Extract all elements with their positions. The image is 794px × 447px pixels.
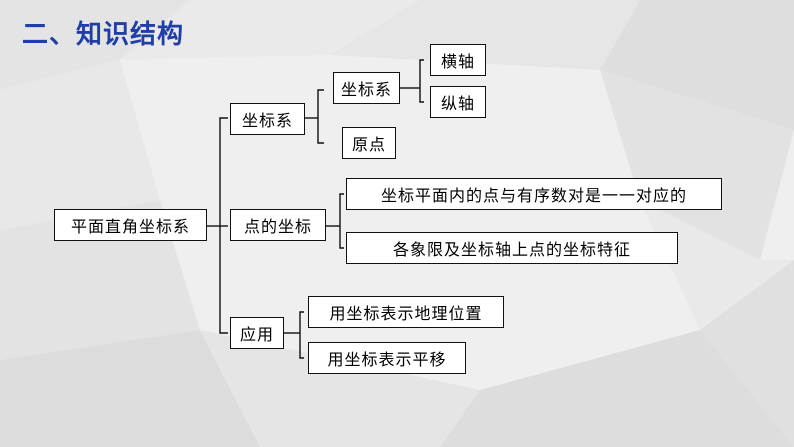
root-node: 平面直角坐标系 <box>54 209 207 241</box>
branch-coordinate-system: 坐标系 <box>230 103 305 135</box>
branch-application: 应用 <box>230 317 284 349</box>
node-origin: 原点 <box>342 127 396 159</box>
node-vertical-axis: 纵轴 <box>430 86 486 118</box>
node-one-to-one: 坐标平面内的点与有序数对是一一对应的 <box>346 178 722 210</box>
node-translation: 用坐标表示平移 <box>308 342 466 374</box>
page-title: 二、知识结构 <box>22 20 185 50</box>
node-quadrant-features: 各象限及坐标轴上点的坐标特征 <box>346 232 678 264</box>
branch-point-coordinates: 点的坐标 <box>230 209 326 241</box>
node-horizontal-axis: 横轴 <box>430 44 486 76</box>
sub-coordinate-system: 坐标系 <box>333 72 400 104</box>
node-geo-location: 用坐标表示地理位置 <box>308 296 504 328</box>
